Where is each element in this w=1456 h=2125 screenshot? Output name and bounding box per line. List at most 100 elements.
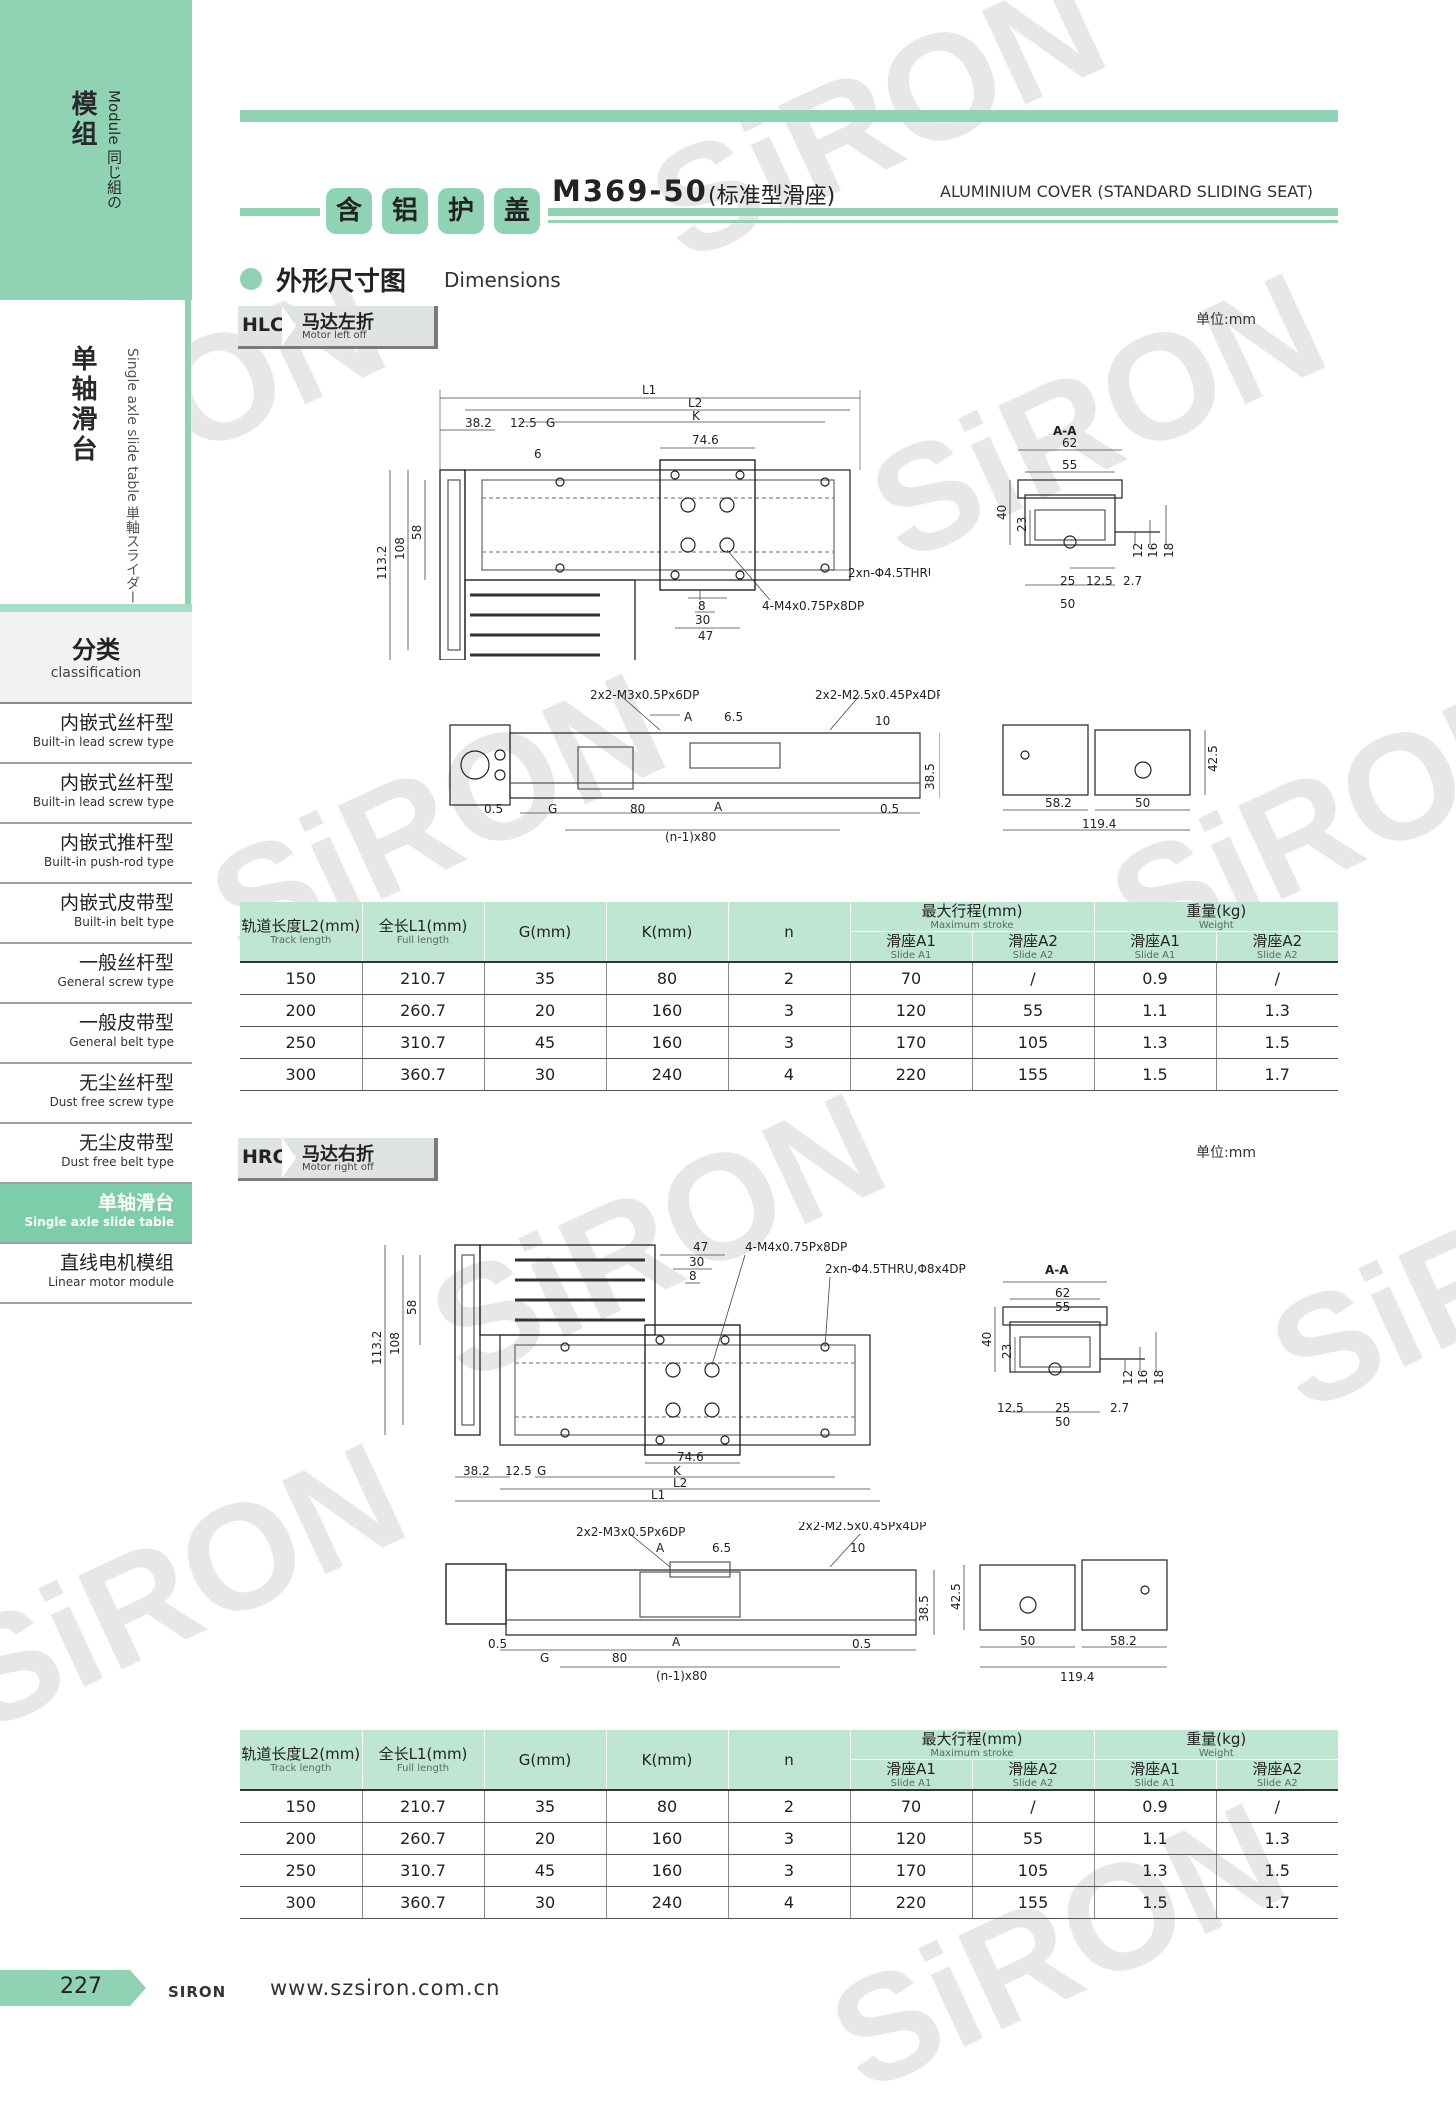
end-dim-42-5: 42.5 bbox=[950, 1583, 963, 1610]
model-english-title: ALUMINIUM COVER (STANDARD SLIDING SEAT) bbox=[940, 182, 1313, 201]
sidebar-classification: 分类 classification bbox=[0, 612, 192, 704]
sidebar-item-sublabel: Single axle slide table bbox=[24, 1215, 174, 1229]
dim-113-2: 113.2 bbox=[375, 546, 389, 580]
model-subtitle: (标准型滑座) bbox=[708, 184, 836, 209]
sec-dim-12: 12 bbox=[1121, 1370, 1135, 1385]
header-g: G(mm) bbox=[484, 902, 607, 963]
variant-title: 马达右折 bbox=[302, 1144, 374, 1165]
sidebar-item-builtin-lead-screw-2[interactable]: 内嵌式丝杆型 Built-in lead screw type bbox=[0, 764, 192, 824]
sidebar-item-sublabel: General belt type bbox=[69, 1035, 174, 1049]
end-dim-119-4: 119.4 bbox=[1060, 1670, 1094, 1684]
sidebar-item-builtin-belt[interactable]: 内嵌式皮带型 Built-in belt type bbox=[0, 884, 192, 944]
sidebar-item-sublabel: Dust free screw type bbox=[49, 1095, 174, 1109]
dim-l2: L2 bbox=[673, 1476, 687, 1490]
dim-6-5: 6.5 bbox=[724, 710, 743, 724]
dim-108: 108 bbox=[388, 1332, 402, 1355]
chevron-right-icon bbox=[282, 1138, 296, 1178]
hrc-section-aa-drawing: A-A 62 55 40 23 12.5 25 50 2.7 12 16 18 bbox=[980, 1263, 1166, 1429]
note-m25-holes: 2x2-M2.5x0.45Px4DP bbox=[815, 688, 940, 702]
variant-title: 马达左折 bbox=[302, 312, 374, 333]
variant-code: HLC bbox=[242, 314, 284, 336]
dim-12-5: 12.5 bbox=[510, 416, 537, 430]
sidebar-item-label: 一般皮带型 bbox=[78, 1012, 174, 1034]
dim-58: 58 bbox=[405, 1300, 419, 1315]
sidebar-item-linear-motor[interactable]: 直线电机模组 Linear motor module bbox=[0, 1244, 192, 1304]
sidebar-item-builtin-push-rod[interactable]: 内嵌式推杆型 Built-in push-rod type bbox=[0, 824, 192, 884]
dim-80: 80 bbox=[630, 802, 645, 816]
dim-0-5-right: 0.5 bbox=[880, 802, 899, 816]
dim-0-5-left: 0.5 bbox=[484, 802, 503, 816]
sidebar-item-label: 内嵌式丝杆型 bbox=[59, 772, 174, 794]
dim-l1: L1 bbox=[651, 1488, 665, 1502]
dim-30: 30 bbox=[689, 1255, 704, 1269]
watermark: SiRON bbox=[1246, 1089, 1456, 1443]
sidebar-item-label: 内嵌式推杆型 bbox=[59, 832, 174, 854]
sidebar-item-general-screw[interactable]: 一般丝杆型 General screw type bbox=[0, 944, 192, 1004]
dim-74-6: 74.6 bbox=[692, 433, 719, 447]
dim-38-5: 38.5 bbox=[923, 763, 937, 790]
sidebar-item-general-belt[interactable]: 一般皮带型 General belt type bbox=[0, 1004, 192, 1064]
note-m4-holes: 4-M4x0.75Px8DP bbox=[745, 1240, 847, 1254]
dim-38-2: 38.2 bbox=[463, 1464, 490, 1478]
header-track-length: 轨道长度L2(mm)Track length bbox=[240, 902, 363, 963]
sec-dim-62: 62 bbox=[1062, 436, 1077, 450]
sidebar-module-panel bbox=[0, 0, 192, 300]
note-thru-holes: 2xn-Φ4.5THRU,Φ8x4DP bbox=[848, 566, 930, 580]
dim-l2: L2 bbox=[688, 396, 702, 410]
sec-dim-18: 18 bbox=[1162, 543, 1176, 558]
header-full-length: 全长L1(mm)Full length bbox=[362, 1730, 485, 1791]
spec-table-hlc: 轨道长度L2(mm)Track length 全长L1(mm)Full leng… bbox=[240, 902, 1339, 1091]
header-k: K(mm) bbox=[606, 902, 729, 963]
sec-dim-16: 16 bbox=[1136, 1370, 1150, 1385]
dim-n-minus-1-x80: (n-1)x80 bbox=[665, 830, 716, 844]
note-thru-holes: 2xn-Φ4.5THRU,Φ8x4DP bbox=[825, 1262, 966, 1276]
dim-g-side: G bbox=[548, 802, 557, 816]
header-right-thin-bar bbox=[548, 220, 1338, 223]
sec-dim-2-7: 2.7 bbox=[1123, 574, 1142, 588]
dim-g: G bbox=[546, 416, 555, 430]
sidebar-item-dust-free-belt[interactable]: 无尘皮带型 Dust free belt type bbox=[0, 1124, 192, 1184]
sidebar-item-dust-free-screw[interactable]: 无尘丝杆型 Dust free screw type bbox=[0, 1064, 192, 1124]
sidebar-item-builtin-lead-screw-1[interactable]: 内嵌式丝杆型 Built-in lead screw type bbox=[0, 704, 192, 764]
end-dim-42-5: 42.5 bbox=[1206, 745, 1220, 772]
section-marker-a-top: A bbox=[656, 1541, 665, 1555]
sec-dim-25: 25 bbox=[1055, 1401, 1070, 1415]
header-full-length: 全长L1(mm)Full length bbox=[362, 902, 485, 963]
sidebar-item-label: 一般丝杆型 bbox=[78, 952, 174, 974]
sidebar-item-single-axle-slide-table[interactable]: 单轴滑台 Single axle slide table bbox=[0, 1184, 192, 1244]
classification-title: 分类 bbox=[72, 636, 120, 664]
brand-logo: SIRON bbox=[168, 1983, 227, 2001]
sec-dim-18: 18 bbox=[1152, 1370, 1166, 1385]
dim-38-5: 38.5 bbox=[917, 1595, 931, 1622]
unit-label: 单位:mm bbox=[1196, 312, 1256, 328]
hrc-side-view-drawing: 2x2-M3x0.5Px6DP 2x2-M2.5x0.45Px4DP A 6.5… bbox=[445, 1522, 935, 1683]
dim-38-2: 38.2 bbox=[465, 416, 492, 430]
sidebar-item-label: 内嵌式皮带型 bbox=[59, 892, 174, 914]
dim-30: 30 bbox=[695, 613, 710, 627]
dim-6: 6 bbox=[534, 447, 542, 461]
dim-g: G bbox=[537, 1464, 546, 1478]
dim-47: 47 bbox=[693, 1240, 708, 1254]
header-max-stroke: 最大行程(mm)Maximum stroke bbox=[850, 1730, 1095, 1760]
sidebar-item-sublabel: Linear motor module bbox=[48, 1275, 174, 1289]
sec-dim-55: 55 bbox=[1062, 458, 1077, 472]
dim-47: 47 bbox=[698, 629, 713, 643]
sec-dim-50: 50 bbox=[1060, 597, 1075, 611]
dim-l1: L1 bbox=[642, 383, 656, 397]
dim-6-5: 6.5 bbox=[712, 1541, 731, 1555]
variant-subtitle: Motor left off bbox=[302, 330, 367, 341]
end-dim-58-2: 58.2 bbox=[1110, 1634, 1137, 1648]
sidebar-module-subtitle: Module 同じ組の bbox=[105, 90, 123, 210]
hlc-top-view-drawing: L1 L2 K 38.2 12.5 G 74.6 6 8 30 47 113.2… bbox=[375, 383, 930, 660]
section-marker-a-bottom: A bbox=[714, 800, 723, 814]
website-url[interactable]: www.szsiron.com.cn bbox=[270, 1976, 501, 2000]
